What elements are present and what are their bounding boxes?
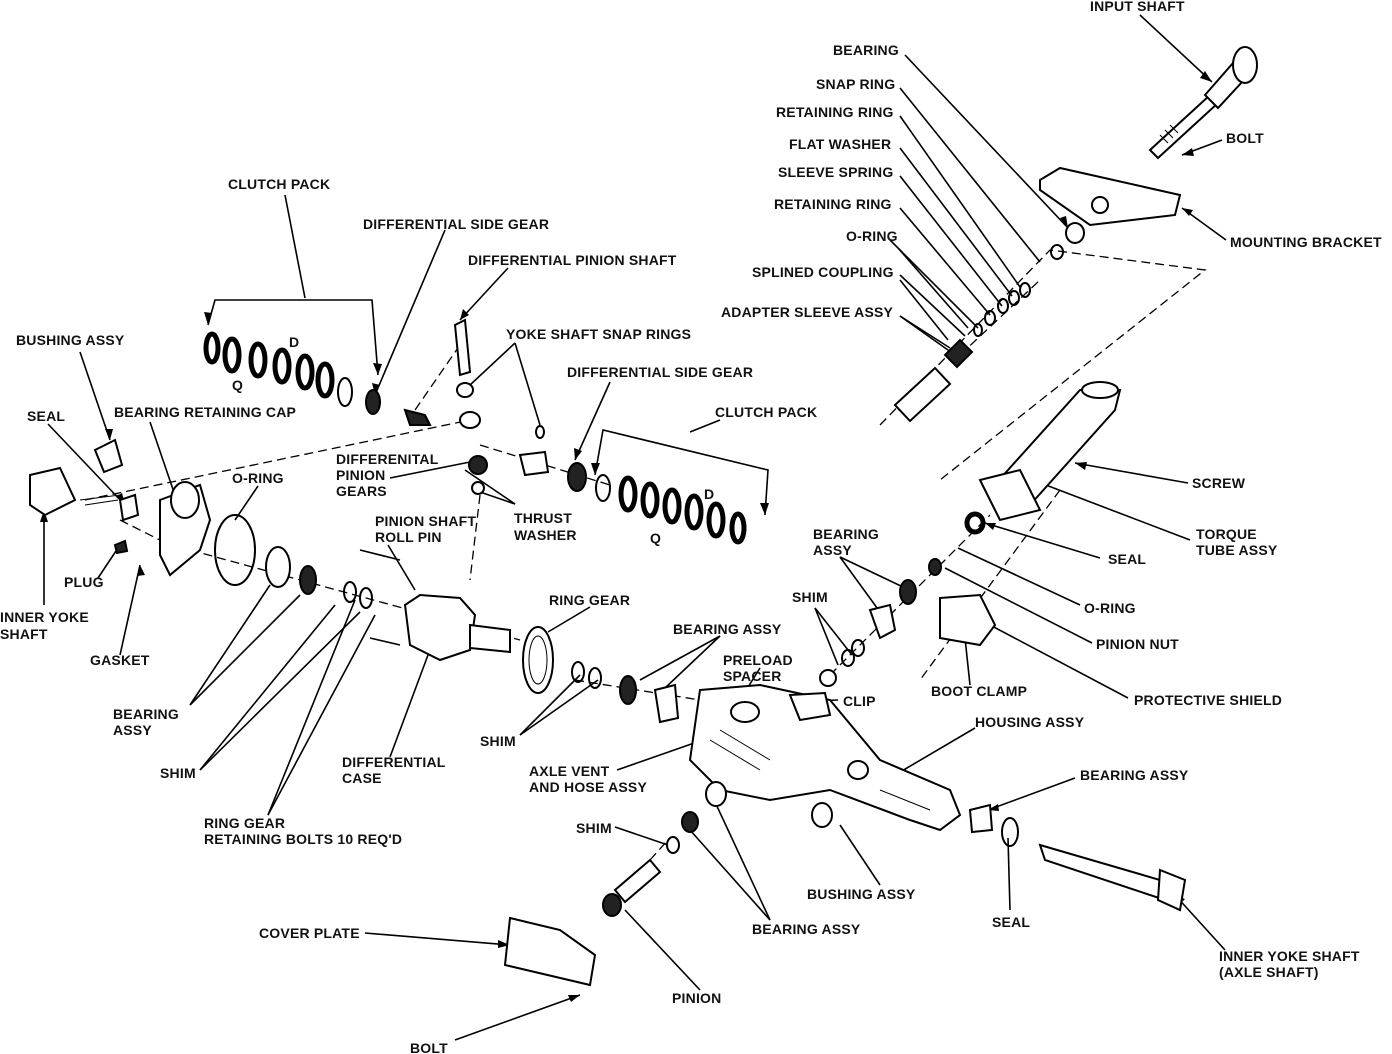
- label-input-shaft: INPUT SHAFT: [1090, 0, 1185, 14]
- label-seal-left: SEAL: [27, 408, 66, 424]
- label-bearing-assy-r2: ASSY: [813, 542, 852, 558]
- label-protective-shield: PROTECTIVE SHIELD: [1134, 692, 1283, 708]
- label-gasket: GASKET: [90, 652, 150, 668]
- label-inner-yoke-left-1: INNER YOKE: [0, 609, 89, 625]
- label-diff-side-gear-right: DIFFERENTIAL SIDE GEAR: [567, 364, 754, 380]
- label-seal-bottom: SEAL: [992, 914, 1031, 930]
- label-retaining-ring-2: RETAINING RING: [774, 196, 892, 212]
- label-o-ring-left: O-RING: [232, 470, 284, 486]
- label-flat-washer: FLAT WASHER: [789, 136, 892, 152]
- label-shim-right: SHIM: [792, 589, 828, 605]
- label-pinion: PINION: [672, 990, 722, 1006]
- label-diff-pinion-shaft: DIFFERENTIAL PINION SHAFT: [468, 252, 677, 268]
- mark-d-right: D: [704, 486, 715, 502]
- label-snap-ring: SNAP RING: [816, 76, 896, 92]
- label-bushing-assy-left: BUSHING ASSY: [16, 332, 125, 348]
- label-torque-tube-2: TUBE ASSY: [1196, 542, 1278, 558]
- label-shim-left: SHIM: [160, 765, 196, 781]
- label-inner-yoke-right-1: INNER YOKE SHAFT: [1219, 948, 1360, 964]
- label-inner-yoke-right-2: (AXLE SHAFT): [1219, 964, 1319, 980]
- label-axle-vent-1: AXLE VENT: [529, 763, 610, 779]
- label-bearing-assy-r1: BEARING: [813, 526, 879, 542]
- label-inner-yoke-left-2: SHAFT: [0, 626, 48, 642]
- label-yoke-snap-rings: YOKE SHAFT SNAP RINGS: [506, 326, 692, 342]
- label-bearing-top: BEARING: [833, 42, 899, 58]
- label-preload-1: PRELOAD: [723, 652, 793, 668]
- bottom-parts: [503, 781, 1187, 987]
- label-diff-side-gear-left: DIFFERENTIAL SIDE GEAR: [363, 216, 550, 232]
- ring-gear-part: [522, 626, 680, 724]
- label-sleeve-spring: SLEEVE SPRING: [778, 164, 894, 180]
- label-boot-clamp: BOOT CLAMP: [931, 683, 1028, 699]
- label-ring-gear: RING GEAR: [549, 592, 631, 608]
- label-bolt-top: BOLT: [1226, 130, 1264, 146]
- label-shim-mid: SHIM: [480, 733, 516, 749]
- label-screw: SCREW: [1192, 475, 1246, 491]
- label-pinion-nut: PINION NUT: [1096, 636, 1179, 652]
- label-thrust-washer-1: THRUST: [514, 510, 572, 526]
- label-bearing-assy-housing: BEARING ASSY: [1080, 767, 1189, 783]
- label-o-ring-right: O-RING: [1084, 600, 1136, 616]
- label-shim-bottom: SHIM: [576, 820, 612, 836]
- label-splined-coupling: SPLINED COUPLING: [752, 264, 894, 280]
- left-clutch-pack: [203, 331, 381, 415]
- label-bolt-bottom: BOLT: [410, 1040, 448, 1054]
- label-ring-gear-bolts-2: RETAINING BOLTS 10 REQ'D: [204, 831, 403, 847]
- right-side-parts: [819, 511, 997, 687]
- center-parts: [403, 318, 587, 495]
- label-torque-tube-1: TORQUE: [1196, 526, 1257, 542]
- mark-q-right: Q: [650, 530, 662, 546]
- label-diff-case-1: DIFFERENTIAL: [342, 754, 446, 770]
- label-diff-pinion-gears-2: PINION: [336, 467, 386, 483]
- label-diff-pinion-gears-1: DIFFERENITAL: [336, 451, 439, 467]
- input-shaft-part: [1148, 46, 1258, 160]
- left-side-parts: [29, 438, 256, 586]
- mounting-bracket-part: [1039, 166, 1182, 227]
- differential-case-part: [265, 546, 511, 662]
- label-plug: PLUG: [64, 574, 104, 590]
- mark-d-left: D: [289, 334, 300, 350]
- label-pinion-roll-pin-1: PINION SHAFT: [375, 513, 477, 529]
- label-housing-assy: HOUSING ASSY: [975, 714, 1085, 730]
- label-preload-2: SPACER: [723, 668, 782, 684]
- label-bearing-assy-left-1: BEARING: [113, 706, 179, 722]
- torque-tube-part: [978, 381, 1122, 522]
- label-bearing-assy-left-2: ASSY: [113, 722, 152, 738]
- label-clutch-pack-right: CLUTCH PACK: [715, 404, 818, 420]
- label-bearing-assy-mid: BEARING ASSY: [673, 621, 782, 637]
- housing-part: [688, 683, 962, 832]
- top-rings: [893, 222, 1085, 423]
- label-diff-pinion-gears-3: GEARS: [336, 483, 387, 499]
- leader-lines: [43, 14, 1227, 1041]
- label-bearing-retaining-cap: BEARING RETAINING CAP: [114, 404, 297, 420]
- label-clutch-pack-left: CLUTCH PACK: [228, 176, 331, 192]
- label-retaining-ring-1: RETAINING RING: [776, 104, 894, 120]
- label-bushing-assy-bottom: BUSHING ASSY: [807, 886, 916, 902]
- label-axle-vent-2: AND HOSE ASSY: [529, 779, 647, 795]
- mark-q-left: Q: [232, 377, 244, 393]
- label-cover-plate: COVER PLATE: [259, 925, 360, 941]
- label-mounting-bracket: MOUNTING BRACKET: [1230, 234, 1382, 250]
- label-ring-gear-bolts-1: RING GEAR: [204, 815, 286, 831]
- label-o-ring-top: O-RING: [846, 228, 898, 244]
- label-clip: CLIP: [843, 693, 876, 709]
- right-clutch-pack: [595, 474, 747, 545]
- label-seal-right: SEAL: [1108, 551, 1147, 567]
- label-diff-case-2: CASE: [342, 770, 382, 786]
- label-bearing-assy-bottom: BEARING ASSY: [752, 921, 861, 937]
- label-adapter-sleeve: ADAPTER SLEEVE ASSY: [721, 304, 894, 320]
- label-pinion-roll-pin-2: ROLL PIN: [375, 529, 442, 545]
- label-thrust-washer-2: WASHER: [514, 527, 577, 543]
